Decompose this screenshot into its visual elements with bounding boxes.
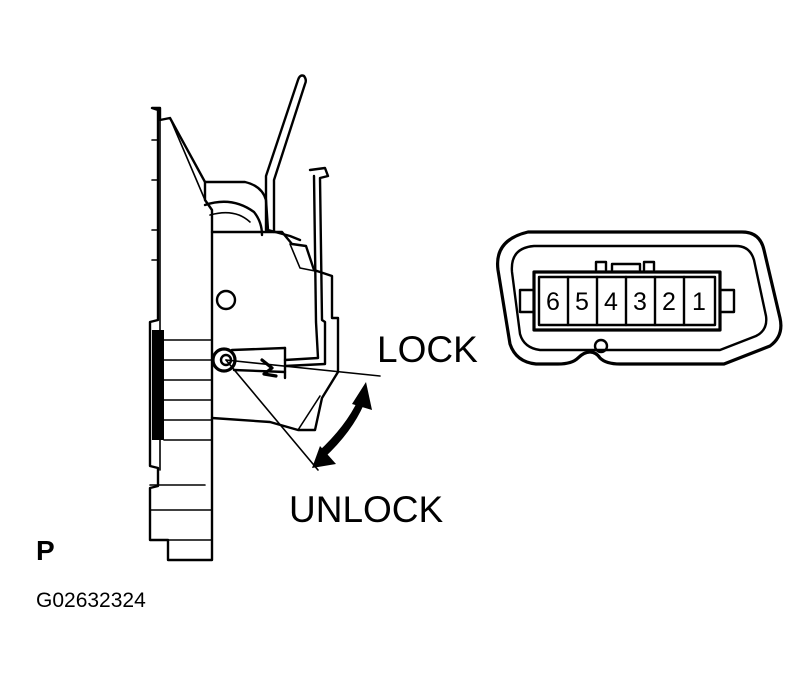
connector-front-view: 6 5 4 3 2 1 (495, 230, 783, 366)
pin-6-label: 6 (546, 288, 560, 316)
connector-outer-housing (495, 230, 783, 366)
actuator-upper-housing (203, 180, 302, 242)
right-key (718, 288, 736, 314)
door-lock-actuator (148, 74, 381, 562)
unlock-label: UNLOCK (289, 489, 444, 530)
mounting-hole (215, 289, 237, 311)
figure-code: G02632324 (36, 589, 146, 612)
pin-2-label: 2 (662, 288, 676, 316)
lock-label: LOCK (377, 329, 478, 370)
connector-locator-hole (593, 338, 609, 354)
view-label: P (36, 535, 55, 566)
unlock-position-line (225, 359, 319, 471)
pin-3-label: 3 (633, 288, 647, 316)
pin-4-label: 4 (604, 288, 618, 316)
control-rod-right (283, 166, 330, 368)
pin-1-label: 1 (692, 288, 706, 316)
control-rod-upper (264, 74, 307, 234)
rotation-arrow (312, 382, 372, 468)
left-key (518, 288, 536, 314)
pin-5-label: 5 (575, 288, 589, 316)
motor-strip (152, 330, 213, 441)
actuator-cover (210, 230, 340, 432)
connector-inner-rim (510, 244, 768, 352)
lock-position-line (225, 359, 381, 377)
